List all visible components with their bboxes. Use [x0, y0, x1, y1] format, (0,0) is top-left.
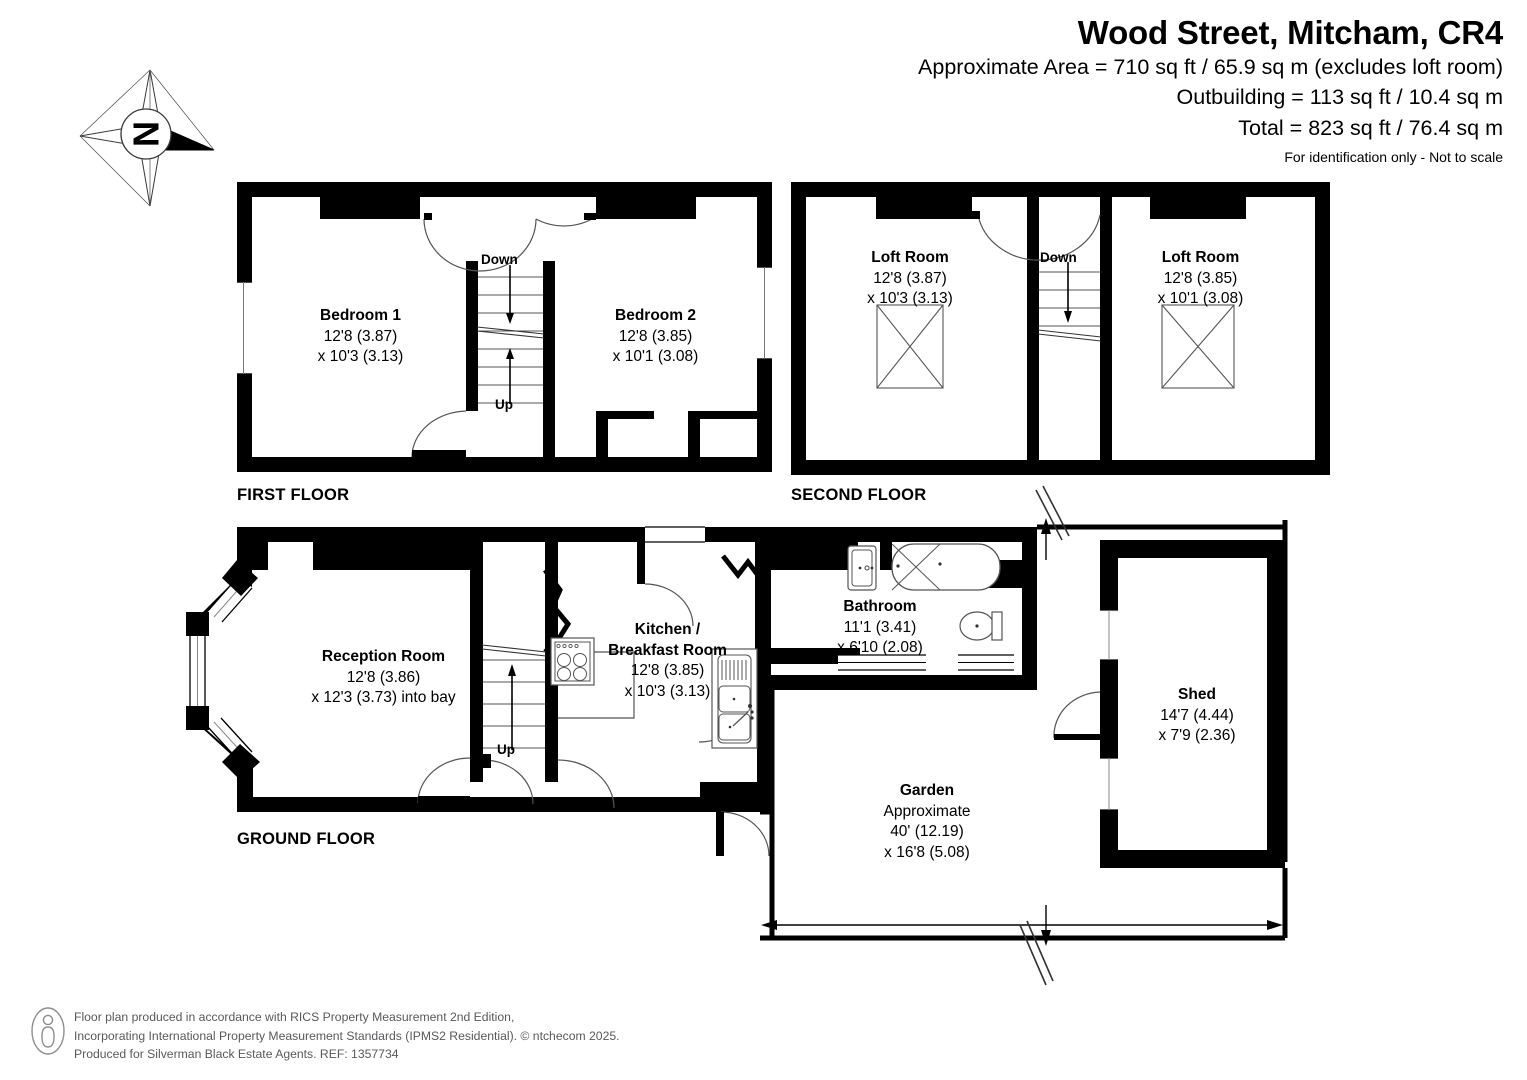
footer-line-1: Floor plan produced in accordance with R… — [74, 1010, 515, 1024]
break-symbol — [1035, 485, 1070, 541]
ground-floor-plan — [186, 485, 1288, 986]
room-dim-2: x 10'1 (3.08) — [612, 348, 699, 366]
room-name: Loft Room — [871, 249, 949, 266]
room-label-reception-room: Reception Room 12'8 (3.86) x 12'3 (3.73)… — [246, 647, 521, 709]
room-dim-2: x 10'1 (3.08) — [1157, 290, 1244, 308]
person-info-icon — [31, 1007, 65, 1055]
header: Wood Street, Mitcham, CR4 Approximate Ar… — [918, 14, 1503, 165]
compass-letter-n: N — [126, 121, 167, 147]
disclaimer-text: For identification only - Not to scale — [1284, 149, 1503, 166]
room-dim-1: 12'8 (3.87) — [323, 327, 398, 345]
stair-marker-first-up: Up — [495, 397, 513, 412]
area-line-outbuilding: Outbuilding = 113 sq ft / 10.4 sq m — [1176, 85, 1503, 110]
floor-label-first: FIRST FLOOR — [237, 486, 350, 504]
garden-dimension-vertical-top — [1041, 518, 1051, 560]
compass-north-icon: N — [72, 58, 222, 218]
room-dim-1: 12'8 (3.85) — [1163, 269, 1238, 287]
stair-marker-ground-up: Up — [497, 742, 515, 757]
stair-marker-second-down: Down — [1040, 250, 1077, 265]
room-dim-1: 14'7 (4.44) — [1160, 706, 1234, 724]
room-label-loft-room-right: Loft Room 12'8 (3.85) x 10'1 (3.08) — [1108, 248, 1293, 310]
room-name-2: Breakfast Room — [608, 641, 727, 659]
page-title: Wood Street, Mitcham, CR4 — [1077, 14, 1503, 51]
room-dim-1: 12'8 (3.85) — [630, 662, 705, 680]
first-floor-plan — [237, 182, 772, 472]
bay-window — [186, 527, 260, 812]
room-name: Kitchen / — [634, 621, 701, 638]
room-label-garden: Garden Approximate 40' (12.19) x 16'8 (5… — [838, 781, 1016, 863]
room-dim-1: 12'8 (3.87) — [873, 269, 947, 287]
room-name: Garden — [899, 782, 955, 799]
footer-line-2: Incorporating International Property Mea… — [74, 1028, 620, 1043]
second-floor-plan — [791, 182, 1330, 475]
room-dim-2: x 10'3 (3.13) — [317, 348, 404, 366]
room-dim-1: 12'8 (3.85) — [618, 327, 693, 345]
room-dim-1: Approximate — [883, 802, 971, 820]
room-name: Reception Room — [321, 648, 446, 665]
folding-door-symbol — [721, 554, 762, 580]
room-name: Bedroom 1 — [320, 307, 401, 324]
shed-outline — [1053, 540, 1285, 868]
footer: Floor plan produced in accordance with R… — [74, 1008, 774, 1064]
eaves-box — [876, 304, 944, 389]
room-dim-2: 40' (12.19) — [890, 823, 964, 841]
room-name: Shed — [1178, 686, 1216, 703]
sink-icon — [711, 648, 758, 749]
room-label-bathroom: Bathroom 11'1 (3.41) x 6'10 (2.08) — [790, 597, 970, 659]
room-dim-2: x 10'3 (3.13) — [624, 682, 711, 700]
break-symbol — [1019, 920, 1054, 986]
room-label-bedroom-1: Bedroom 1 12'8 (3.87) x 10'3 (3.13) — [263, 306, 458, 368]
room-name: Loft Room — [1161, 249, 1240, 266]
room-dim-2: x 10'3 (3.13) — [867, 290, 953, 308]
room-label-bedroom-2: Bedroom 2 12'8 (3.85) x 10'1 (3.08) — [558, 306, 753, 368]
footer-line-3: Produced for Silverman Black Estate Agen… — [74, 1047, 399, 1062]
cooker-icon — [550, 637, 595, 686]
area-line-total: Total = 823 sq ft / 76.4 sq m — [1238, 115, 1503, 140]
bathtub-icon — [891, 543, 1001, 591]
room-dim-2: x 7'9 (2.36) — [1158, 727, 1236, 745]
garden-dimension-horizontal — [761, 920, 1283, 930]
stair-marker-first-down: Down — [481, 252, 518, 267]
area-line-approximate: Approximate Area = 710 sq ft / 65.9 sq m… — [918, 54, 1503, 79]
eaves-box — [1161, 304, 1235, 389]
room-dim-2: x 12'3 (3.73) into bay — [311, 689, 456, 707]
room-dim-3: x 16'8 (5.08) — [884, 843, 970, 861]
garden-dimension-vertical — [1041, 905, 1051, 946]
room-label-kitchen-breakfast-room: Kitchen / Breakfast Room 12'8 (3.85) x 1… — [570, 620, 765, 702]
room-dim-1: 12'8 (3.86) — [346, 668, 421, 686]
room-dim-2: x 6'10 (2.08) — [837, 639, 923, 657]
room-label-shed: Shed 14'7 (4.44) x 7'9 (2.36) — [1108, 685, 1286, 747]
washbasin-icon — [847, 545, 877, 591]
room-label-loft-room-left: Loft Room 12'8 (3.87) x 10'3 (3.13) — [815, 248, 1005, 310]
room-name: Bedroom 2 — [615, 307, 696, 324]
room-dim-1: 11'1 (3.41) — [843, 618, 917, 636]
floor-label-ground: GROUND FLOOR — [237, 830, 376, 848]
toilet-icon — [959, 611, 1003, 641]
floor-label-second: SECOND FLOOR — [791, 486, 927, 504]
room-name: Bathroom — [843, 598, 917, 615]
